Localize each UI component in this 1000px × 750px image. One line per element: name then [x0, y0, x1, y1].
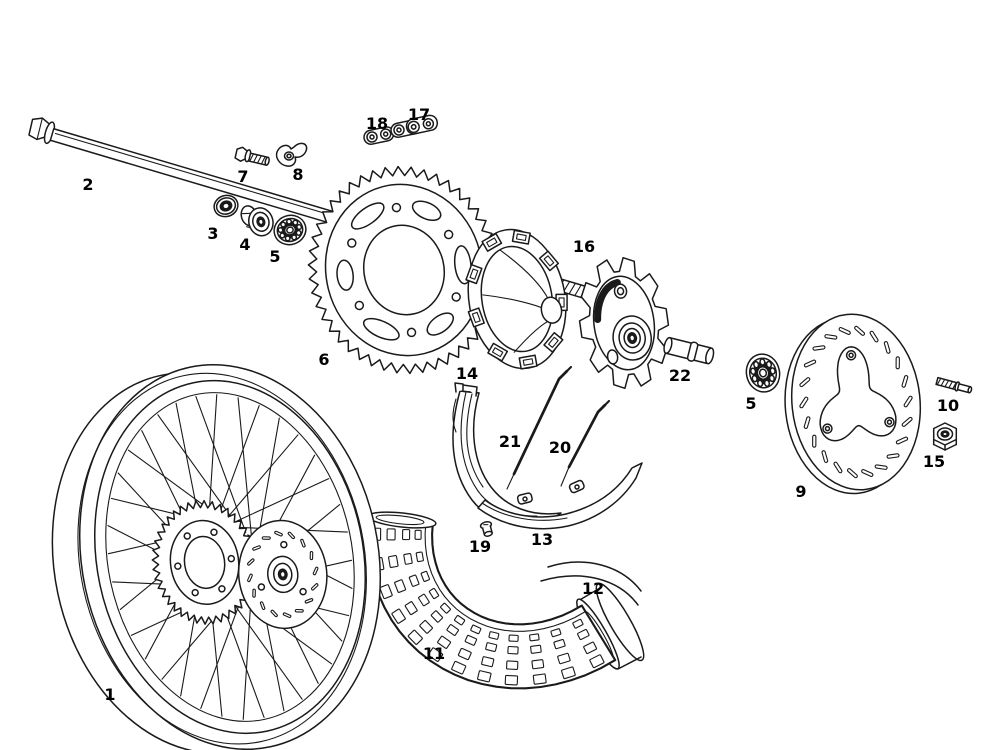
part-4-spacer — [240, 205, 274, 237]
part-label-7: 7 — [237, 167, 248, 186]
part-number-labels: 1 2 3 4 5 6 7 8 9 10 11 12 13 14 15 16 1… — [82, 105, 959, 704]
part-label-6: 6 — [318, 350, 329, 369]
part-19-valve-screw — [479, 520, 493, 537]
part-label-22: 22 — [669, 366, 691, 385]
part-8-chain-adjuster — [275, 142, 308, 167]
part-7-adjuster-bolt — [234, 146, 270, 166]
part-10-stud — [935, 376, 973, 394]
part-11-knobby-tire-section — [367, 511, 617, 690]
part-label-9: 9 — [795, 482, 806, 501]
part-label-4: 4 — [239, 235, 250, 254]
part-label-11: 11 — [423, 644, 445, 663]
part-label-17: 17 — [408, 105, 430, 124]
part-label-18: 18 — [366, 114, 388, 133]
part-label-2: 2 — [82, 175, 93, 194]
part-label-21: 21 — [499, 432, 521, 451]
part-label-10: 10 — [937, 396, 959, 415]
part-label-19: 19 — [469, 537, 491, 556]
part-label-3: 3 — [207, 224, 218, 243]
part-label-16: 16 — [573, 237, 595, 256]
part-5-bearing-left — [273, 214, 307, 246]
part-label-20: 20 — [549, 438, 571, 457]
part-label-14: 14 — [456, 364, 478, 383]
part-label-8: 8 — [292, 165, 303, 184]
part-5-bearing-right — [745, 353, 781, 393]
part-label-1: 1 — [104, 685, 115, 704]
part-21-spoke-long — [506, 365, 573, 490]
part-15-nut — [932, 422, 958, 451]
part-9-brake-disc — [784, 313, 922, 495]
part-1-spoked-rear-wheel — [51, 364, 382, 750]
part-label-12: 12 — [582, 579, 604, 598]
part-22-spacer-bushing — [663, 336, 715, 365]
part-16-wheel-hub — [465, 228, 670, 390]
part-label-5a: 5 — [269, 247, 280, 266]
part-17-chain-joint — [390, 114, 439, 138]
part-13-rim-band — [477, 462, 643, 530]
part-label-13: 13 — [531, 530, 553, 549]
part-6-rear-sprocket — [307, 165, 501, 375]
part-3-dust-seal — [213, 194, 239, 218]
part-14-rim-channel — [452, 382, 562, 525]
part-label-5b: 5 — [745, 394, 756, 413]
part-label-15: 15 — [923, 452, 945, 471]
part-20-spoke-short — [560, 399, 611, 487]
